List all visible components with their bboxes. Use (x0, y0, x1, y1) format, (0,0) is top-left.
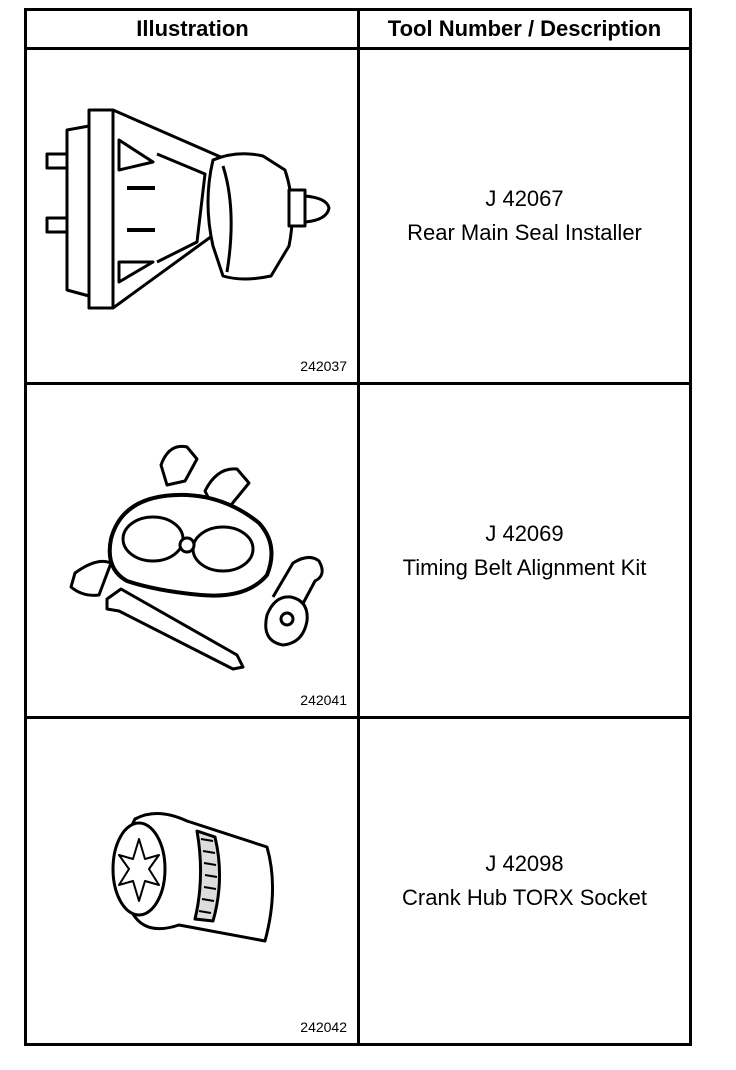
figure-number: 242037 (300, 358, 347, 374)
description-cell: J 42098 Crank Hub TORX Socket (360, 719, 689, 1043)
illustration-cell: 242037 (27, 50, 357, 382)
illustration-cell: 242041 (27, 385, 357, 716)
header-row: Illustration Tool Number / Description (27, 11, 689, 50)
tool-description: Rear Main Seal Installer (407, 220, 642, 245)
tool-number: J 42098 (485, 851, 564, 876)
description-cell: J 42067 Rear Main Seal Installer (360, 50, 689, 382)
table-row: 242041 J 42069 Timing Belt Alignment Kit (27, 385, 689, 719)
column-divider (357, 11, 360, 1043)
description-cell: J 42069 Timing Belt Alignment Kit (360, 385, 689, 716)
figure-number: 242041 (300, 692, 347, 708)
alignment-kit-icon (69, 444, 324, 671)
header-illustration: Illustration (136, 16, 249, 41)
tool-table: Illustration Tool Number / Description (24, 8, 692, 1046)
figure-number: 242042 (300, 1019, 347, 1035)
header-description: Tool Number / Description (387, 16, 662, 41)
seal-installer-icon (45, 108, 331, 310)
tool-number: J 42067 (485, 186, 564, 211)
illustration-cell: 242042 (27, 719, 357, 1043)
table-row: 242042 J 42098 Crank Hub TORX Socket (27, 719, 689, 1043)
tool-description: Crank Hub TORX Socket (402, 885, 647, 910)
tool-description: Timing Belt Alignment Kit (402, 554, 647, 580)
table-row: 242037 J 42067 Rear Main Seal Installer (27, 50, 689, 385)
torx-socket-icon (111, 812, 274, 943)
tool-number: J 42069 (485, 520, 564, 546)
